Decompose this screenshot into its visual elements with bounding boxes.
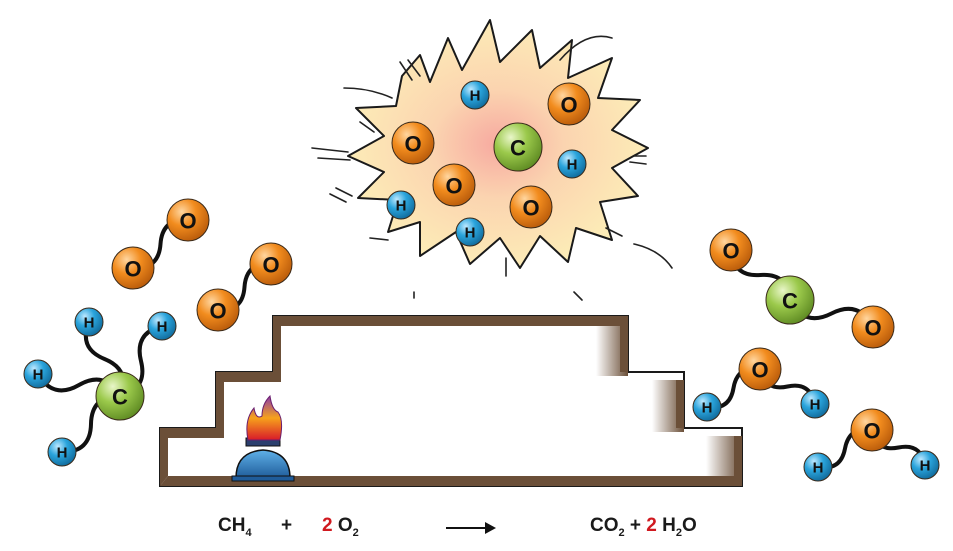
oxygen-atom: O	[851, 305, 895, 349]
reaction-arrow-icon	[446, 522, 496, 534]
oxygen-atom: O	[509, 185, 553, 229]
atom-label: O	[522, 196, 539, 221]
hydrogen-atom: H	[147, 311, 177, 341]
hydrogen-atom: H	[23, 359, 53, 389]
flame-icon	[246, 394, 283, 441]
burst-motion-lines	[311, 35, 673, 301]
equation-plus-1: +	[281, 515, 293, 536]
hydrogen-atom: H	[74, 307, 104, 337]
oxygen-atom: O	[166, 198, 210, 242]
atom-label: H	[57, 445, 68, 462]
oxygen-atom: O	[196, 288, 240, 332]
atom-label: O	[209, 299, 226, 324]
atom-label: O	[445, 174, 462, 199]
hydrogen-atom: H	[460, 80, 490, 110]
equation-reactant-methane: CH4	[218, 515, 252, 539]
atom-label: O	[560, 93, 577, 118]
oxygen-atom: O	[111, 246, 155, 290]
hydrogen-atom: H	[692, 392, 722, 422]
atom-label: H	[810, 397, 821, 414]
carbon-atom: C	[765, 275, 815, 325]
oxygen-atom: O	[249, 242, 293, 286]
atom-label: O	[262, 253, 279, 278]
hydrogen-atom: H	[910, 450, 940, 480]
atom-label: O	[751, 358, 768, 383]
atom-label: C	[510, 136, 526, 161]
hydrogen-atom: H	[47, 437, 77, 467]
atom-label: O	[124, 257, 141, 282]
atom-label: H	[84, 315, 95, 332]
energy-steps	[159, 315, 743, 487]
atom-label: H	[567, 157, 578, 174]
atom-label: C	[782, 289, 798, 314]
hydrogen-atom: H	[386, 190, 416, 220]
atom-label: H	[33, 367, 44, 384]
atom-label: H	[813, 460, 824, 477]
atom-label: O	[722, 239, 739, 264]
burner-icon	[231, 437, 295, 482]
atom-label: O	[404, 132, 421, 157]
hydrogen-atom: H	[800, 389, 830, 419]
atom-label: O	[179, 209, 196, 234]
oxygen-atom: O	[738, 347, 782, 391]
equation-products: CO2 + 2 H2O	[590, 515, 697, 539]
atom-label: O	[863, 419, 880, 444]
atom-label: H	[470, 88, 481, 105]
hydrogen-atom: H	[455, 217, 485, 247]
atom-label: H	[157, 319, 168, 336]
carbon-atom: C	[95, 371, 145, 421]
equation-reactant-oxygen: 2 O2	[322, 515, 359, 539]
oxygen-atom: O	[391, 121, 435, 165]
oxygen-atom: O	[850, 408, 894, 452]
carbon-atom: C	[493, 122, 543, 172]
atom-label: H	[396, 198, 407, 215]
atom-label: O	[864, 316, 881, 341]
oxygen-atom: O	[709, 228, 753, 272]
atom-label: H	[465, 225, 476, 242]
hydrogen-atom: H	[557, 149, 587, 179]
atom-label: H	[702, 400, 713, 417]
atom-label: C	[112, 385, 128, 410]
hydrogen-atom: H	[803, 452, 833, 482]
oxygen-atom: O	[547, 82, 591, 126]
oxygen-atom: O	[432, 163, 476, 207]
atom-label: H	[920, 458, 931, 475]
